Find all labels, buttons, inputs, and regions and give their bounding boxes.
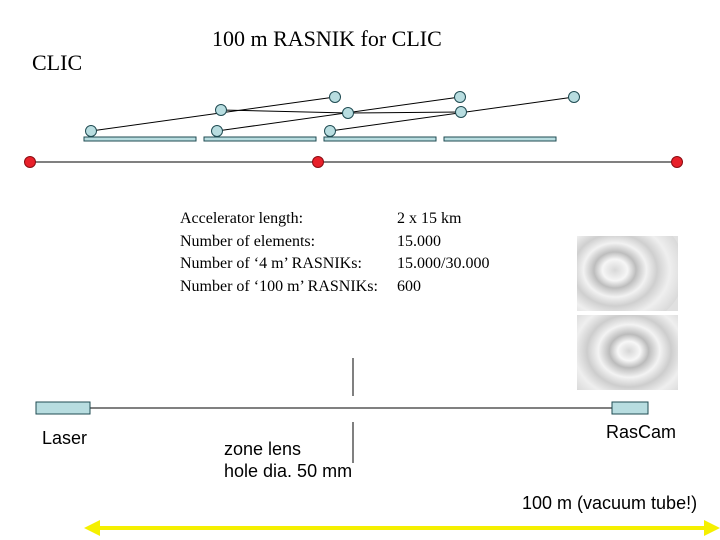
stats-value: 600 xyxy=(397,277,421,295)
slide-title: 100 m RASNIK for CLIC xyxy=(212,26,442,51)
reference-point xyxy=(312,156,324,168)
sensor-node xyxy=(568,91,580,103)
sensor-node xyxy=(454,91,466,103)
alignment-line xyxy=(90,96,336,132)
alignment-line xyxy=(216,96,461,132)
reference-point xyxy=(24,156,36,168)
camera-image-upper xyxy=(577,236,678,311)
alignment-line xyxy=(220,109,349,114)
sensor-node xyxy=(324,125,336,137)
stats-value: 15.000/30.000 xyxy=(397,255,490,272)
girder-segment xyxy=(83,136,197,142)
stats-label: Number of elements: xyxy=(180,232,316,250)
laser-label: Laser xyxy=(42,428,88,448)
alignment-line xyxy=(329,96,575,132)
camera-image-lower xyxy=(577,315,678,390)
rascam-block xyxy=(611,401,649,415)
clic-label: CLIC xyxy=(32,50,83,75)
girder-segment xyxy=(203,136,317,142)
sensor-node xyxy=(85,125,97,137)
zone-lens-label-line1: zone lens xyxy=(224,439,302,459)
sensor-node xyxy=(329,91,341,103)
sensor-node xyxy=(342,107,354,119)
sensor-node xyxy=(211,125,223,137)
distance-label: 100 m (vacuum tube!) xyxy=(522,493,698,513)
stats-label: Accelerator length: xyxy=(180,210,304,227)
rascam-label: RasCam xyxy=(606,422,677,442)
laser-block xyxy=(35,401,91,415)
sensor-node xyxy=(455,106,467,118)
girder-segment xyxy=(443,136,557,142)
stats-label: Number of ‘100 m’ RASNIKs: xyxy=(180,277,378,295)
stats-value: 2 x 15 km xyxy=(397,210,462,227)
alignment-line xyxy=(347,111,462,114)
reference-point xyxy=(671,156,683,168)
sensor-node xyxy=(215,104,227,116)
stats-value: 15.000 xyxy=(397,232,441,250)
zone-lens-label-line2: hole dia. 50 mm xyxy=(224,461,353,481)
zone-lens-label: zone lens hole dia. 50 mm xyxy=(224,438,352,482)
distance-arrow xyxy=(84,520,720,536)
girder-segment xyxy=(323,136,437,142)
stats-label: Number of ‘4 m’ RASNIKs: xyxy=(180,255,362,272)
